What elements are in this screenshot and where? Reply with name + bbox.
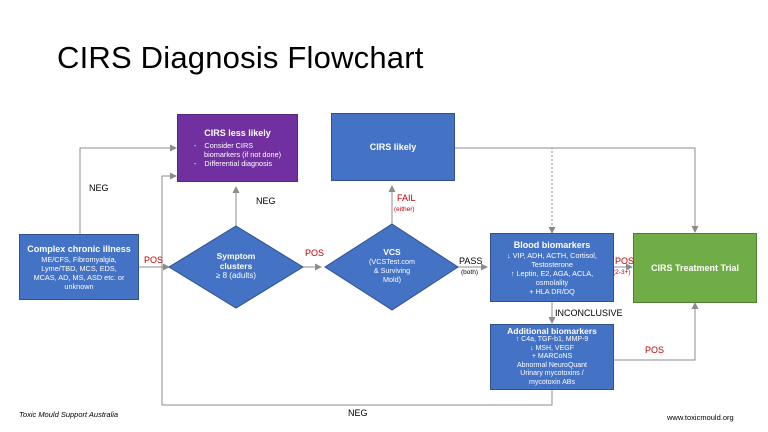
- vcs-line: (VCSTest.com: [369, 257, 415, 266]
- edge-label-fail: FAIL: [397, 193, 416, 203]
- less-likely-line: - Differential diagnosis: [193, 159, 273, 168]
- complex-line: Lyme/TBD, MCS, EDS,: [41, 263, 117, 273]
- page-title: CIRS Diagnosis Flowchart: [57, 40, 424, 75]
- edge-cirs-likely-to-blood: [455, 147, 556, 234]
- footer-left: Toxic Mould Support Australia: [19, 410, 119, 419]
- blood-line: Testosterone: [531, 259, 573, 269]
- symptom-clusters-text: Symptom clusters ≥ 8 (adults): [196, 251, 276, 281]
- complex-line: ME/CFS, Fibromyalgia,: [41, 254, 117, 264]
- edge-label-fail-sub: (either): [394, 206, 415, 213]
- vcs-line: Mold): [383, 275, 401, 284]
- edge-label-neg-symptom: NEG: [256, 196, 276, 206]
- additional-line: + MARCoNS: [531, 353, 573, 361]
- complex-line: MCAS, AD, MS, ASD etc. or: [33, 272, 125, 282]
- symptom-clusters-diamond: [168, 225, 304, 309]
- cirs-likely-box: CIRS likely: [331, 113, 455, 181]
- complex-line: unknown: [64, 281, 94, 291]
- cirs-treatment-trial-box: CIRS Treatment Trial: [633, 233, 757, 303]
- edge-label-inconclusive: INCONCLUSIVE: [555, 308, 623, 318]
- additional-line: ↓ MSH, VEGF: [530, 344, 574, 352]
- complex-chronic-illness-box: Complex chronic illness ME/CFS, Fibromya…: [19, 234, 139, 300]
- vcs-line: & Surviving: [373, 266, 411, 275]
- blood-line: osmolality: [535, 277, 569, 287]
- edge-label-pos-4: POS: [645, 345, 665, 355]
- symptom-threshold: ≥ 8 (adults): [216, 271, 256, 280]
- edge-label-pos-1: POS: [144, 255, 164, 265]
- edge-cirs-likely-to-treatment: [455, 147, 699, 233]
- additional-line: ↑ C4a, TGF-b1, MMP-9: [515, 336, 589, 344]
- additional-heading: Additional biomarkers: [507, 325, 597, 336]
- blood-line: + HLA DR/DQ: [529, 286, 575, 296]
- blood-line: ↓ VIP, ADH, ACTH, Cortisol,: [507, 250, 597, 260]
- edge-label-pos-3: POS: [615, 256, 635, 266]
- less-likely-line: - Consider CIRS: [193, 141, 254, 150]
- less-likely-line: biomarkers (if not done): [193, 150, 282, 159]
- blood-heading: Blood biomarkers: [513, 239, 591, 250]
- vcs-text: VCS (VCSTest.com & Surviving Mold): [352, 247, 432, 284]
- symptom-heading: Symptom: [216, 251, 256, 261]
- vcs-heading: VCS: [383, 247, 401, 257]
- edge-additional-to-treatment: [614, 302, 699, 361]
- blood-line: ↑ Leptin, E2, AGA, ACLA,: [510, 268, 594, 278]
- edge-label-pos-2: POS: [305, 248, 325, 258]
- less-likely-list: - Consider CIRS biomarkers (if not done)…: [194, 141, 281, 168]
- additional-line: mycotoxin ABs: [529, 378, 575, 386]
- vcs-diamond: [324, 223, 459, 311]
- footer-right: www.toxicmould.org: [667, 413, 734, 422]
- blood-biomarkers-box: Blood biomarkers ↓ VIP, ADH, ACTH, Corti…: [490, 233, 614, 302]
- edge-additional-to-less-likely: [161, 172, 553, 406]
- edge-label-neg-bottom: NEG: [348, 408, 368, 418]
- cirs-less-likely-box: CIRS less likely - Consider CIRS biomark…: [177, 114, 298, 182]
- less-likely-heading: CIRS less likely: [204, 128, 271, 138]
- edge-label-pos-3-sub: (2-3+): [613, 269, 631, 276]
- edge-label-neg-top: NEG: [89, 183, 109, 193]
- treatment-heading: CIRS Treatment Trial: [650, 262, 740, 273]
- complex-heading: Complex chronic illness: [27, 243, 131, 254]
- symptom-heading-2: clusters: [219, 261, 253, 271]
- cirs-likely-heading: CIRS likely: [369, 141, 417, 152]
- edge-label-pass: PASS: [459, 256, 483, 266]
- additional-line: Abnormal NeuroQuant: [516, 361, 588, 369]
- edge-label-pass-sub: (both): [461, 269, 478, 276]
- additional-biomarkers-box: Additional biomarkers ↑ C4a, TGF-b1, MMP…: [490, 324, 614, 390]
- additional-line: Urinary mycotoxins /: [520, 370, 584, 378]
- edge-complex-to-less-likely: [79, 144, 177, 234]
